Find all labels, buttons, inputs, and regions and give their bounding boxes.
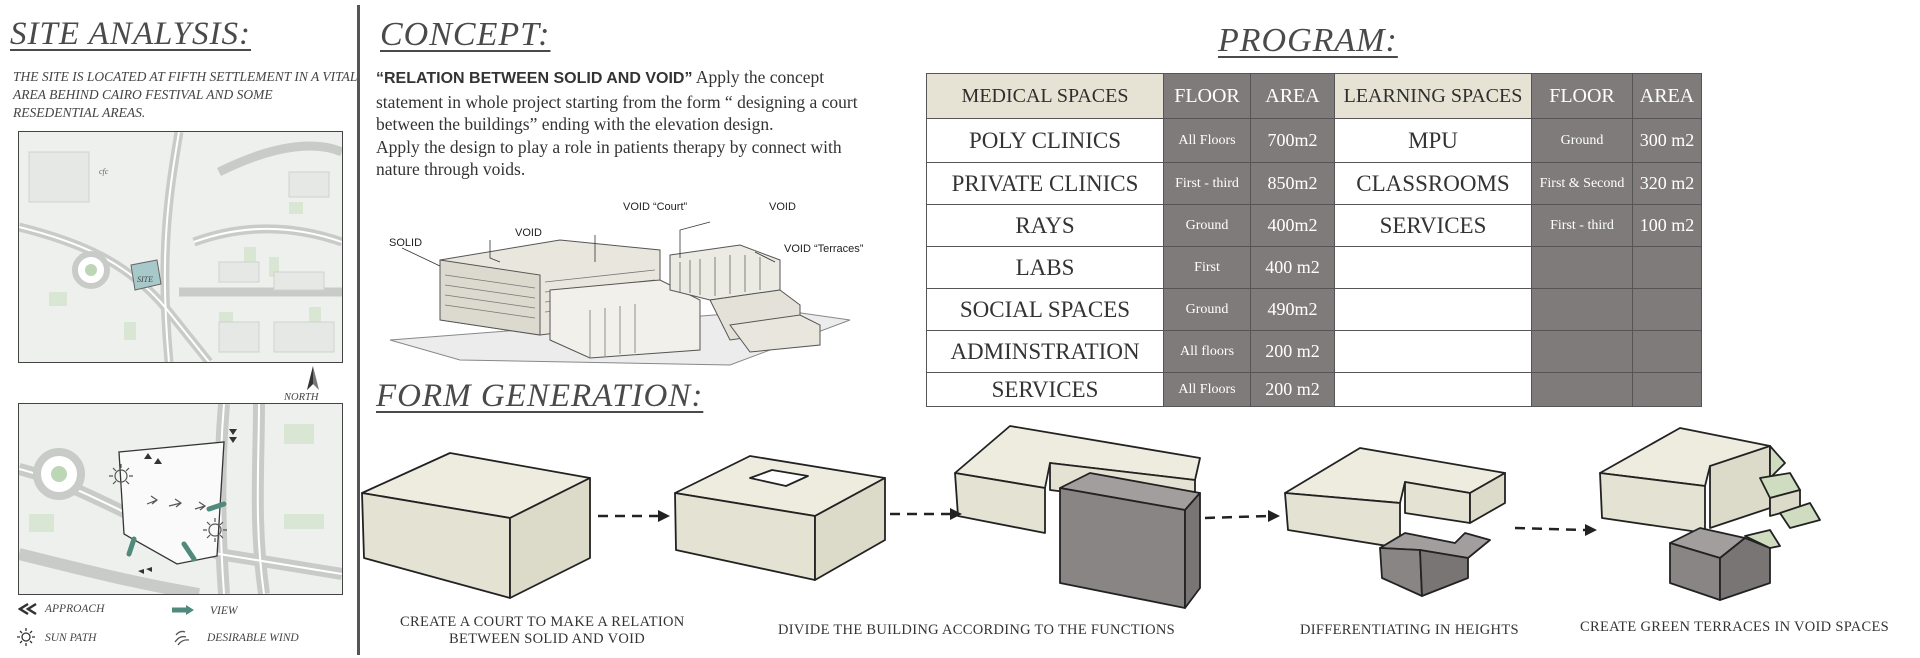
medical-area: 850m2 xyxy=(1250,162,1335,205)
header-area-2: AREA xyxy=(1632,73,1702,119)
form-generation-diagram xyxy=(360,418,1920,618)
medical-name: SOCIAL SPACES xyxy=(926,288,1164,331)
concept-heading: CONCEPT: xyxy=(380,16,551,53)
caption-step-1-line-1: CREATE A COURT TO MAKE A RELATION xyxy=(400,614,685,630)
caption-step-2: DIVIDE THE BUILDING ACCORDING TO THE FUN… xyxy=(778,622,1175,638)
concept-statement-rest: Apply the concept statement in whole pro… xyxy=(376,67,858,134)
map-cfc-label: cfc xyxy=(99,167,109,176)
program-table: MEDICAL SPACES FLOOR AREA LEARNING SPACE… xyxy=(926,73,1702,407)
site-description: THE SITE IS LOCATED AT FIFTH SETTLEMENT … xyxy=(13,69,358,120)
site-location-map: SITE cfc xyxy=(18,131,343,363)
concept-statement-bold: “RELATION BETWEEN SOLID AND VOID” xyxy=(376,70,693,87)
medical-name: ADMINSTRATION xyxy=(926,330,1164,373)
learning-area: 320 m2 xyxy=(1632,162,1702,205)
legend-desirable-wind: DESIRABLE WIND xyxy=(207,632,299,644)
sun-path-icon xyxy=(16,627,36,647)
medical-floor: Ground xyxy=(1163,288,1251,331)
north-label: NORTH xyxy=(284,392,319,403)
empty-cell xyxy=(1632,246,1702,289)
medical-area: 400 m2 xyxy=(1250,246,1335,289)
table-row: POLY CLINICS All Floors 700m2 MPU Ground… xyxy=(926,118,1702,163)
medical-name: SERVICES xyxy=(926,372,1164,407)
medical-floor: First - third xyxy=(1163,162,1251,205)
view-icon xyxy=(170,603,196,615)
medical-name: POLY CLINICS xyxy=(926,118,1164,163)
medical-floor: All Floors xyxy=(1163,118,1251,163)
medical-name: RAYS xyxy=(926,204,1164,247)
legend-view: VIEW xyxy=(210,605,238,617)
learning-floor: Ground xyxy=(1531,118,1633,163)
medical-name: LABS xyxy=(926,246,1164,289)
medical-floor: All Floors xyxy=(1163,372,1251,407)
learning-name: CLASSROOMS xyxy=(1334,162,1532,205)
map-site-label: SITE xyxy=(137,275,153,284)
diagram-label-void-terraces: VOID “Terraces” xyxy=(784,243,864,255)
medical-area: 400m2 xyxy=(1250,204,1335,247)
header-floor: FLOOR xyxy=(1163,73,1251,119)
north-arrow-icon xyxy=(303,366,323,392)
medical-floor: First xyxy=(1163,246,1251,289)
empty-cell xyxy=(1531,288,1633,331)
diagram-label-solid: SOLID xyxy=(389,237,422,249)
caption-step-1-line-2: BETWEEN SOLID AND VOID xyxy=(449,631,646,647)
site-analysis-heading: SITE ANALYSIS: xyxy=(10,16,252,52)
learning-name: SERVICES xyxy=(1334,204,1532,247)
table-row: SOCIAL SPACES Ground 490m2 xyxy=(926,288,1702,331)
learning-name: MPU xyxy=(1334,118,1532,163)
medical-area: 490m2 xyxy=(1250,288,1335,331)
caption-step-3: DIFFERENTIATING IN HEIGHTS xyxy=(1300,622,1519,638)
table-row: RAYS Ground 400m2 SERVICES First - third… xyxy=(926,204,1702,247)
site-climate-map xyxy=(18,403,343,595)
program-table-header: MEDICAL SPACES FLOOR AREA LEARNING SPACE… xyxy=(926,73,1702,119)
caption-step-4: CREATE GREEN TERRACES IN VOID SPACES xyxy=(1580,619,1890,635)
empty-cell xyxy=(1334,330,1532,373)
diagram-label-void-court: VOID “Court” xyxy=(623,201,688,213)
empty-cell xyxy=(1334,372,1532,407)
table-row: LABS First 400 m2 xyxy=(926,246,1702,289)
learning-floor: First & Second xyxy=(1531,162,1633,205)
diagram-label-void: VOID xyxy=(515,227,542,239)
medical-floor: Ground xyxy=(1163,204,1251,247)
table-row: SERVICES All Floors 200 m2 xyxy=(926,372,1702,407)
medical-floor: All floors xyxy=(1163,330,1251,373)
program-heading: PROGRAM: xyxy=(1218,22,1398,59)
empty-cell xyxy=(1334,246,1532,289)
legend-sun-path: SUN PATH xyxy=(45,632,97,644)
medical-area: 200 m2 xyxy=(1250,330,1335,373)
medical-name: PRIVATE CLINICS xyxy=(926,162,1164,205)
empty-cell xyxy=(1632,372,1702,407)
table-row: PRIVATE CLINICS First - third 850m2 CLAS… xyxy=(926,162,1702,205)
empty-cell xyxy=(1531,372,1633,407)
form-generation-heading: FORM GENERATION: xyxy=(376,378,704,414)
empty-cell xyxy=(1632,330,1702,373)
learning-area: 300 m2 xyxy=(1632,118,1702,163)
medical-area: 700m2 xyxy=(1250,118,1335,163)
concept-statement: “RELATION BETWEEN SOLID AND VOID” Apply … xyxy=(376,66,876,181)
diagram-label-void-top: VOID xyxy=(769,201,796,213)
concept-statement-2: Apply the design to play a role in patie… xyxy=(376,136,842,180)
medical-area: 200 m2 xyxy=(1250,372,1335,407)
table-row: ADMINSTRATION All floors 200 m2 xyxy=(926,330,1702,373)
header-floor-2: FLOOR xyxy=(1531,73,1633,119)
empty-cell xyxy=(1531,246,1633,289)
learning-area: 100 m2 xyxy=(1632,204,1702,247)
empty-cell xyxy=(1632,288,1702,331)
empty-cell xyxy=(1334,288,1532,331)
header-area: AREA xyxy=(1250,73,1335,119)
header-learning-spaces: LEARNING SPACES xyxy=(1334,73,1532,119)
header-medical-spaces: MEDICAL SPACES xyxy=(926,73,1164,119)
panel-divider xyxy=(357,5,360,655)
concept-building-diagram: SOLID VOID VOID “Court” VOID VOID “Terra… xyxy=(380,200,880,372)
empty-cell xyxy=(1531,330,1633,373)
learning-floor: First - third xyxy=(1531,204,1633,247)
legend-approach: APPROACH xyxy=(45,603,105,615)
desirable-wind-icon xyxy=(172,627,192,647)
approach-icon xyxy=(17,602,40,616)
